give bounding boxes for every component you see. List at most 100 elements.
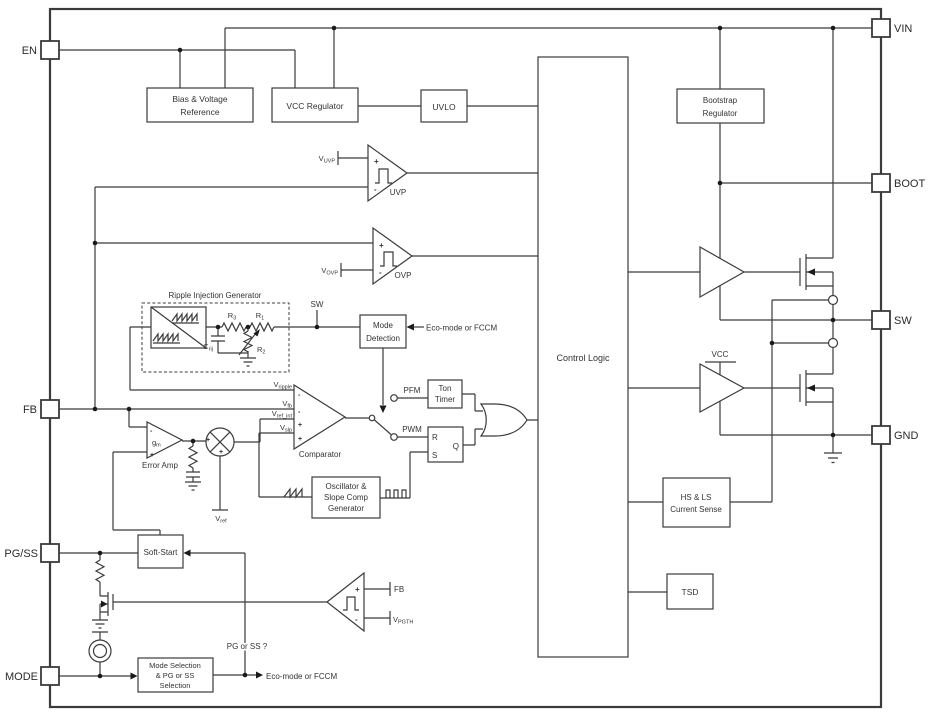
pin-gnd: GND: [871, 425, 919, 445]
osc-label-3: Generator: [328, 504, 364, 513]
oscillator-block: [311, 476, 381, 519]
junction-dots: [92, 25, 836, 679]
r1-label: R1: [256, 311, 264, 322]
mode-in-arrow: [130, 672, 138, 680]
mode-select-arrow: [379, 405, 387, 413]
pg-comparator: [326, 571, 365, 633]
pg-pullup-resistor: [94, 559, 106, 583]
pin-boot-label: BOOT: [894, 178, 925, 190]
pin-sw-label: SW: [894, 315, 912, 327]
comparator-label: Comparator: [299, 450, 342, 459]
rs-latch-block: [427, 426, 464, 463]
bias-label-1: Bias & Voltage: [172, 94, 228, 104]
pin-vin-label: VIN: [894, 23, 912, 35]
uvp-label: UVP: [390, 188, 406, 197]
resistors: [94, 321, 275, 583]
gm-label: gm: [152, 438, 161, 449]
control-logic-label: Control Logic: [556, 353, 610, 363]
main-comparator: [293, 383, 347, 451]
mode-current-source-inner: [92, 643, 108, 659]
pin-fb-label: FB: [23, 404, 37, 416]
crij-label: Crij: [203, 342, 213, 353]
pfm-label: PFM: [404, 386, 421, 395]
pin-gnd-label: GND: [894, 430, 919, 442]
pin-vin: VIN: [871, 18, 912, 38]
mode-detection-label-2: Detection: [366, 334, 400, 343]
comp-network-resistor: [187, 445, 199, 469]
wiring: [59, 27, 872, 677]
eco-mode-bottom-label: Eco-mode or FCCM: [266, 672, 337, 681]
ls-gate-driver: [699, 362, 746, 414]
pin-mode: MODE: [5, 666, 60, 686]
tsd-label: TSD: [682, 587, 699, 597]
sawtooth-symbol: [283, 487, 303, 499]
pg-hysteresis-icon: [343, 596, 359, 611]
vcc-regulator-label: VCC Regulator: [286, 101, 343, 111]
vslp-label: Vslp: [280, 423, 292, 434]
pin-fb: FB: [23, 399, 60, 419]
resistor-r1: [249, 321, 275, 333]
resistor-r2-arrow: [238, 332, 257, 356]
ripple-injection-title: Ripple Injection Generator: [169, 291, 262, 300]
mode-selection-label-2: & PG or SS: [156, 671, 195, 680]
uvp-hysteresis-icon: [375, 168, 392, 184]
vuvp-label: VUVP: [319, 154, 336, 165]
softstart-in-arrow: [183, 549, 191, 557]
mode-detection-label-1: Mode: [373, 321, 394, 330]
ic-boundary: [48, 7, 883, 709]
ovp-minus: -: [379, 268, 382, 277]
pin-en: EN: [22, 40, 60, 60]
pin-sw: SW: [871, 310, 912, 330]
hs-sense-node: [827, 294, 839, 306]
soft-start-block: [137, 534, 184, 569]
vfb-label: Vfb: [282, 399, 292, 410]
ovp-hysteresis-icon: [380, 251, 397, 267]
bootstrap-label-1: Bootstrap: [703, 96, 738, 105]
uvlo-block: [420, 89, 468, 123]
cmp-minus-1: -: [298, 392, 301, 399]
mode-selection-label-1: Mode Selection: [149, 661, 201, 670]
bias-label-2: Reference: [180, 107, 219, 117]
pg-minus: -: [355, 615, 358, 624]
ton-timer-block: [427, 379, 463, 409]
pin-pgss-label: PG/SS: [4, 548, 38, 560]
r3-label: R3: [228, 311, 236, 322]
sum-plus-1: +: [206, 437, 210, 444]
mode-detection-block: [359, 314, 407, 349]
error-amp-label: Error Amp: [142, 461, 179, 470]
eco-in-arrow: [406, 323, 414, 331]
ovp-label: OVP: [395, 271, 412, 280]
eco-mode-top-label: Eco-mode or FCCM: [426, 324, 497, 333]
pin-boot: BOOT: [871, 173, 925, 193]
cmp-plus-2: +: [298, 436, 302, 443]
resistor-r2-arrowhead: [253, 329, 260, 337]
uvp-plus: +: [374, 157, 379, 166]
resistor-r3: [221, 321, 247, 333]
vpgth-label: VPGTH: [393, 615, 413, 626]
hs-fet-body-arrow: [807, 268, 815, 276]
timer-label: Timer: [435, 395, 455, 404]
vcc-regulator-block: [271, 87, 359, 123]
eco-out-arrow: [256, 671, 263, 679]
pulse-symbol: [385, 489, 407, 498]
ls-sense-node: [827, 337, 839, 349]
pg-or-ss-label: PG or SS ?: [227, 642, 268, 651]
uvp-minus: -: [374, 185, 377, 194]
bias-reference-block: [146, 87, 254, 123]
soft-start-label: Soft-Start: [144, 548, 179, 557]
pwm-label: PWM: [402, 425, 422, 434]
vref-label: Vref: [215, 514, 227, 525]
pg-plus: +: [355, 585, 360, 594]
ripple-injection-dashed-box: [141, 302, 290, 373]
hs-gate-driver: [699, 245, 746, 299]
pwm-contact: [390, 433, 398, 441]
ea-plus: +: [150, 452, 154, 459]
pfm-contact: [390, 394, 398, 402]
switch-pivot: [368, 414, 376, 422]
ls-fet-body-arrow: [807, 384, 815, 392]
pg-fb-label: FB: [394, 585, 404, 594]
ovp-plus: +: [379, 241, 384, 250]
r2-label: R2: [257, 345, 265, 356]
